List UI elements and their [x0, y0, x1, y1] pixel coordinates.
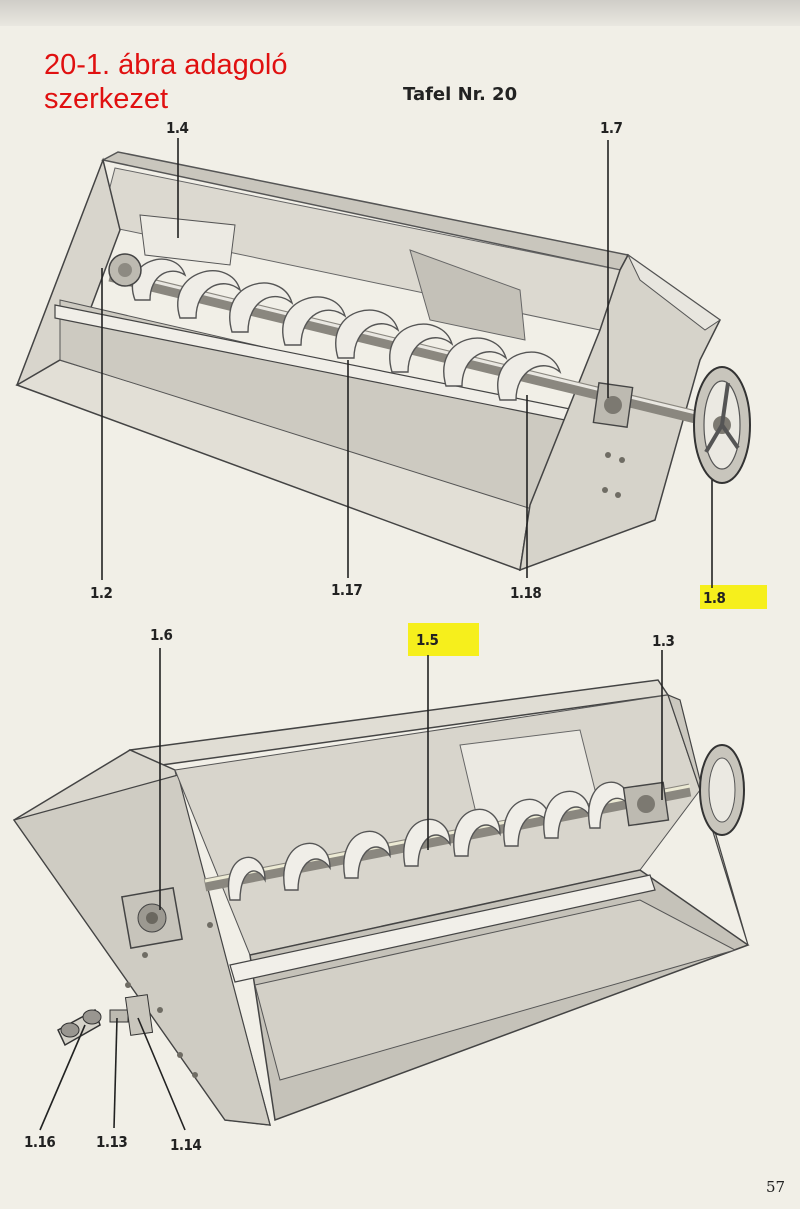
- label-1-18: 1.18: [510, 584, 542, 602]
- highlight-1-5: [408, 623, 479, 656]
- label-1-3: 1.3: [652, 632, 675, 650]
- label-1-13: 1.13: [96, 1133, 128, 1151]
- label-1-2: 1.2: [90, 584, 113, 602]
- scan-top-edge: [0, 0, 800, 26]
- caption-line-1: 20-1. ábra adagoló: [44, 49, 288, 81]
- label-1-5: 1.5: [416, 631, 439, 649]
- highlight-1-8: [700, 585, 767, 609]
- plate-label: Tafel Nr. 20: [403, 84, 518, 105]
- page-number: 57: [766, 1178, 786, 1196]
- figure-caption: 20-1. ábra adagoló szerkezet: [44, 48, 287, 116]
- label-1-16: 1.16: [24, 1133, 56, 1151]
- label-1-7: 1.7: [600, 119, 623, 137]
- label-1-4: 1.4: [166, 119, 189, 137]
- label-1-8: 1.8: [703, 589, 726, 607]
- caption-line-2: szerkezet: [44, 83, 169, 115]
- label-1-14: 1.14: [170, 1136, 202, 1154]
- top-feeder-illustration: [15, 138, 751, 588]
- label-1-6: 1.6: [150, 626, 173, 644]
- label-1-17: 1.17: [331, 581, 363, 599]
